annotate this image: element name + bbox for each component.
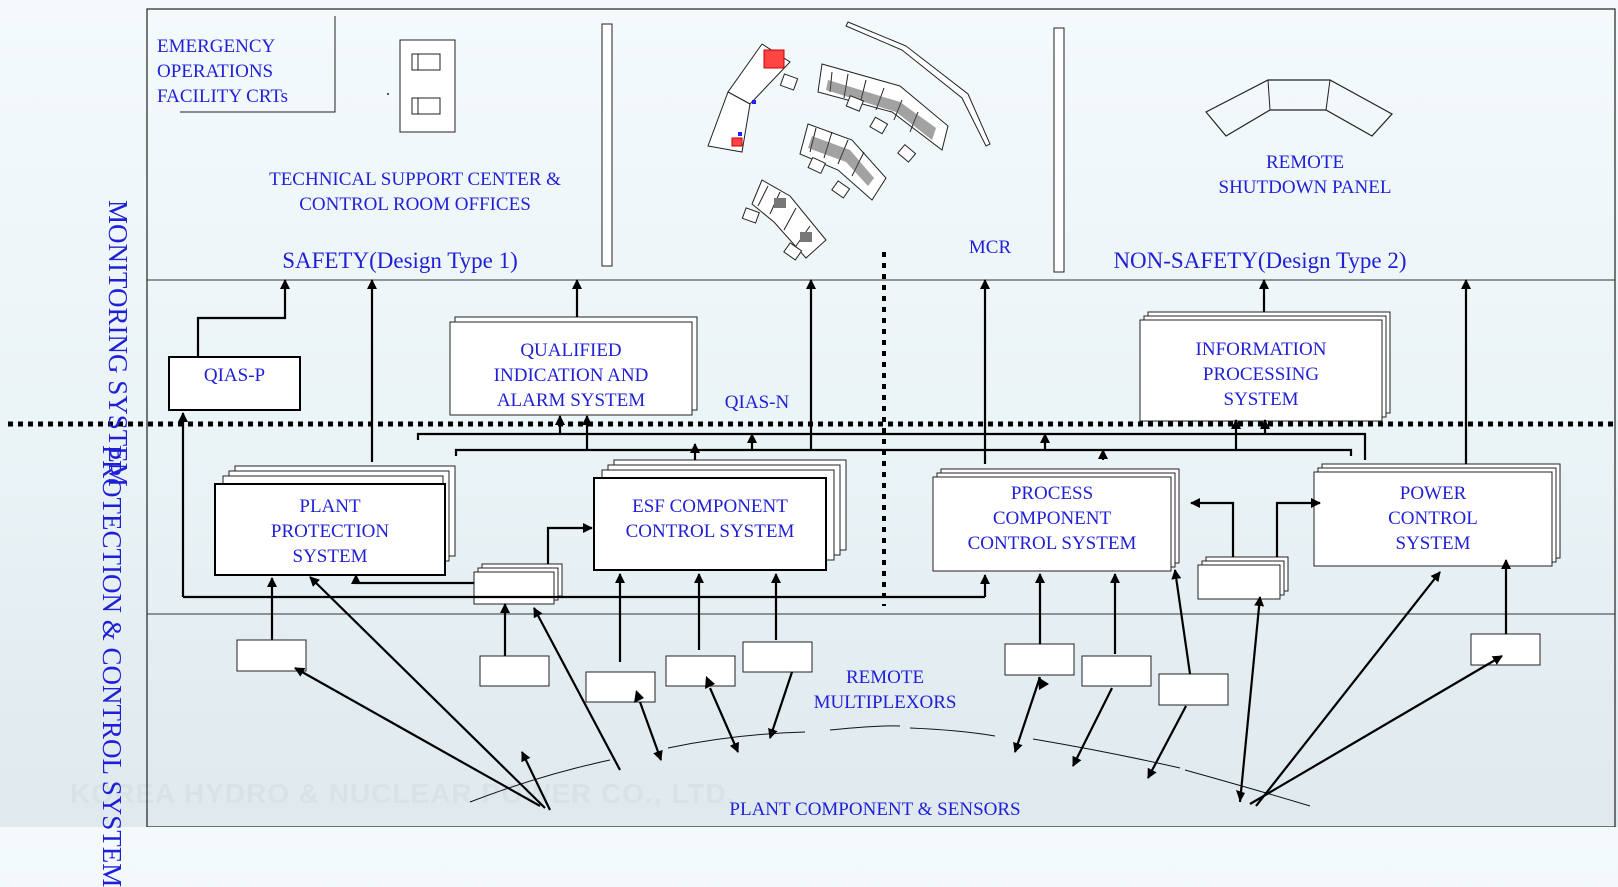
protection-control-system-label: PROTECTION & CONTROL SYSTEM: [20, 445, 128, 645]
pccs-line-1: PROCESS: [933, 481, 1171, 506]
qias-line-3: ALARM SYSTEM: [450, 388, 692, 413]
left-partition-wall: [602, 24, 612, 266]
esf-line-2: CONTROL SYSTEM: [594, 519, 826, 544]
pcs-line-3: SYSTEM: [1314, 531, 1552, 556]
eof-crt-console-icon: [387, 40, 455, 132]
pccs-label: PROCESS COMPONENT CONTROL SYSTEM: [933, 481, 1171, 556]
safety-heading: SAFETY(Design Type 1): [250, 247, 550, 275]
eof-line-2: OPERATIONS: [157, 59, 288, 84]
qias-line-2: INDICATION AND: [450, 363, 692, 388]
ips-line-3: SYSTEM: [1140, 387, 1382, 412]
rsp-line-1: REMOTE: [1190, 150, 1420, 175]
qias-n-label: QIAS-N: [712, 390, 802, 415]
tsc-line-2: CONTROL ROOM OFFICES: [240, 192, 590, 217]
ips-line-1: INFORMATION: [1140, 337, 1382, 362]
remote-multiplexors-label: REMOTE MULTIPLEXORS: [790, 665, 980, 715]
pps-label: PLANT PROTECTION SYSTEM: [215, 494, 445, 569]
right-partition-wall: [1054, 28, 1064, 272]
qias-label: QUALIFIED INDICATION AND ALARM SYSTEM: [450, 338, 692, 413]
qias-line-1: QUALIFIED: [450, 338, 692, 363]
eof-crt-label: EMERGENCY OPERATIONS FACILITY CRTs: [157, 34, 288, 109]
monitoring-system-label: MONITORING SYSTEM: [62, 200, 134, 410]
nonsafety-heading: NON-SAFETY(Design Type 2): [1080, 247, 1440, 275]
rmux-line-2: MULTIPLEXORS: [790, 690, 980, 715]
ips-line-2: PROCESSING: [1140, 362, 1382, 387]
remote-shutdown-panel-icon: [1206, 80, 1392, 136]
plant-components-label: PLANT COMPONENT & SENSORS: [680, 797, 1070, 822]
rmux-line-1: REMOTE: [790, 665, 980, 690]
tsc-line-1: TECHNICAL SUPPORT CENTER &: [240, 167, 590, 192]
mcr-label: MCR: [950, 235, 1030, 260]
pps-line-1: PLANT: [215, 494, 445, 519]
esf-label: ESF COMPONENT CONTROL SYSTEM: [594, 494, 826, 544]
remote-shutdown-label: REMOTE SHUTDOWN PANEL: [1190, 150, 1420, 200]
rsp-line-2: SHUTDOWN PANEL: [1190, 175, 1420, 200]
eof-line-3: FACILITY CRTs: [157, 84, 288, 109]
pccs-line-2: COMPONENT: [933, 506, 1171, 531]
nonsafety-interface-module: [1198, 557, 1288, 599]
power-control-label: POWER CONTROL SYSTEM: [1314, 481, 1552, 556]
pcs-line-2: CONTROL: [1314, 506, 1552, 531]
plant-component-arcs: [470, 726, 1310, 806]
esf-line-1: ESF COMPONENT: [594, 494, 826, 519]
pcs-line-1: POWER: [1314, 481, 1552, 506]
technical-support-label: TECHNICAL SUPPORT CENTER & CONTROL ROOM …: [240, 167, 590, 217]
pps-line-2: PROTECTION: [215, 519, 445, 544]
eof-line-1: EMERGENCY: [157, 34, 288, 59]
mcr-consoles-icon: [708, 44, 948, 260]
qias-p-label: QIAS-P: [169, 363, 300, 388]
pps-line-3: SYSTEM: [215, 544, 445, 569]
info-processing-label: INFORMATION PROCESSING SYSTEM: [1140, 337, 1382, 412]
pccs-line-3: CONTROL SYSTEM: [933, 531, 1171, 556]
